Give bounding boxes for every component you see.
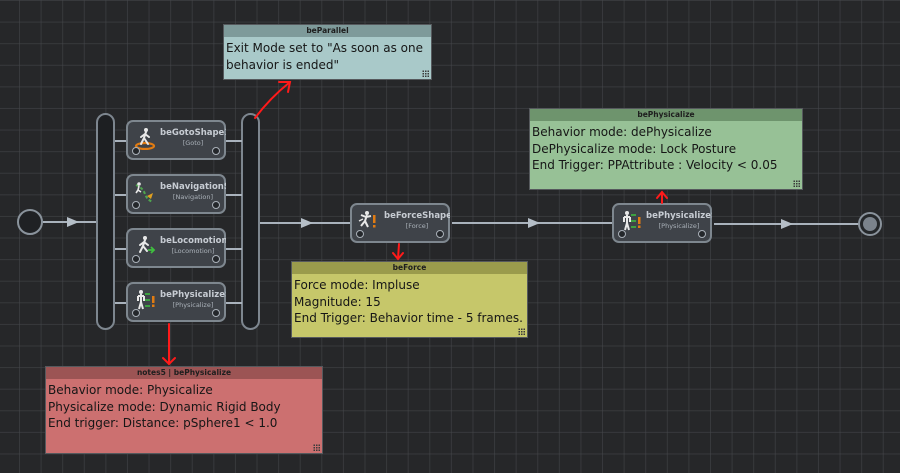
resize-grip-icon[interactable] <box>313 444 320 451</box>
note-line: End Trigger: PPAttribute : Velocity < 0.… <box>532 158 778 172</box>
behavior-node-force[interactable]: beForceShape1 [Force] <box>350 203 450 243</box>
input-port[interactable] <box>356 230 364 238</box>
input-port[interactable] <box>132 255 140 263</box>
output-port[interactable] <box>436 230 444 238</box>
branch-wire <box>226 194 242 196</box>
navigation-icon <box>135 182 154 203</box>
behavior-node-navigation[interactable]: beNavigationS... [Navigation] <box>126 174 226 214</box>
branch-wire <box>115 248 127 250</box>
branch-wire <box>226 302 242 304</box>
annotation-arrow-physicalize <box>162 323 176 366</box>
node-type: [Locomotion] <box>171 247 215 255</box>
branch-wire <box>115 194 127 196</box>
note-line: Physicalize mode: Dynamic Rigid Body <box>48 399 281 414</box>
input-port[interactable] <box>132 147 140 155</box>
note-line: Force mode: Impluse <box>294 278 420 292</box>
note-line: Behavior mode: dePhysicalize <box>532 125 712 139</box>
behavior-node-goto[interactable]: beGotoShape1 [Goto] <box>126 120 226 160</box>
output-port[interactable] <box>212 309 220 317</box>
note-body: Behavior mode: dePhysicalize DePhysicali… <box>530 121 802 177</box>
node-type: [Navigation] <box>172 193 214 201</box>
branch-wire <box>115 302 127 304</box>
resize-grip-icon[interactable] <box>518 328 525 335</box>
note-title: bePhysicalize <box>530 109 802 121</box>
physicalize-icon <box>137 290 155 310</box>
behavior-node-dephysicalize[interactable]: bePhysicalizeS... [Physicalize] <box>612 203 712 243</box>
start-node[interactable] <box>17 209 43 235</box>
parallel-begin-bar[interactable] <box>96 113 115 330</box>
output-port[interactable] <box>212 255 220 263</box>
node-title: beNavigationS... <box>160 182 226 192</box>
note-line: End Trigger: Behavior time - 5 frames. <box>294 311 523 325</box>
note-body: Exit Mode set to "As soon as one behavio… <box>224 37 431 76</box>
node-type: [Force] <box>405 222 429 230</box>
note-beparallel[interactable]: beParallel Exit Mode set to "As soon as … <box>223 24 432 80</box>
input-port[interactable] <box>132 309 140 317</box>
node-title: beForceShape1 <box>384 211 450 221</box>
resize-grip-icon[interactable] <box>793 180 800 187</box>
end-node[interactable] <box>858 212 882 236</box>
branch-wire <box>226 140 242 142</box>
node-title: beGotoShape1 <box>160 128 226 138</box>
walk-goto-icon <box>134 128 156 150</box>
note-body: Behavior mode: Physicalize Physicalize m… <box>46 379 322 435</box>
note-line: Exit Mode set to "As soon as one <box>226 41 423 55</box>
branch-wire <box>226 248 242 250</box>
branch-wire <box>115 140 127 142</box>
note-title: beForce <box>292 262 527 274</box>
wire-arrow-icon <box>781 219 793 229</box>
node-title: bePhysicalizeS... <box>160 290 226 300</box>
note-title: beParallel <box>224 25 431 37</box>
note-bephysicalize-end[interactable]: bePhysicalize Behavior mode: dePhysicali… <box>529 108 803 190</box>
annotation-arrow-parallel <box>254 81 292 119</box>
node-type: [Physicalize] <box>658 222 700 230</box>
wire-arrow-icon <box>301 218 313 228</box>
annotation-arrow-dephysicalize <box>656 190 668 204</box>
locomotion-icon <box>139 236 156 254</box>
note-line: DePhysicalize mode: Lock Posture <box>532 141 737 156</box>
note-line: behavior is ended" <box>226 57 340 72</box>
note-body: Force mode: Impluse Magnitude: 15 End Tr… <box>292 274 527 330</box>
note-line: Behavior mode: Physicalize <box>48 383 213 397</box>
output-port[interactable] <box>698 230 706 238</box>
note-bephysicalize-start[interactable]: notes5 | bePhysicalize Behavior mode: Ph… <box>45 366 323 454</box>
physicalize-icon <box>623 211 641 231</box>
wire-arrow-icon <box>528 218 540 228</box>
behavior-node-physicalize-parallel[interactable]: bePhysicalizeS... [Physicalize] <box>126 282 226 322</box>
parallel-end-bar[interactable] <box>241 113 260 330</box>
output-port[interactable] <box>212 147 220 155</box>
resize-grip-icon[interactable] <box>422 70 429 77</box>
note-beforce[interactable]: beForce Force mode: Impluse Magnitude: 1… <box>291 261 528 338</box>
wire-arrow-icon <box>67 217 79 227</box>
note-line: Magnitude: 15 <box>294 294 381 309</box>
behavior-node-locomotion[interactable]: beLocomotion... [Locomotion] <box>126 228 226 268</box>
input-port[interactable] <box>132 201 140 209</box>
node-type: [Goto] <box>182 139 204 147</box>
force-icon <box>358 211 376 228</box>
annotation-arrow-force <box>392 243 404 261</box>
note-title: notes5 | bePhysicalize <box>46 367 322 379</box>
input-port[interactable] <box>618 230 626 238</box>
node-type: [Physicalize] <box>172 301 214 309</box>
node-title: beLocomotion... <box>160 236 226 246</box>
node-title: bePhysicalizeS... <box>646 211 712 221</box>
note-line: End trigger: Distance: pSphere1 < 1.0 <box>48 416 278 430</box>
output-port[interactable] <box>212 201 220 209</box>
